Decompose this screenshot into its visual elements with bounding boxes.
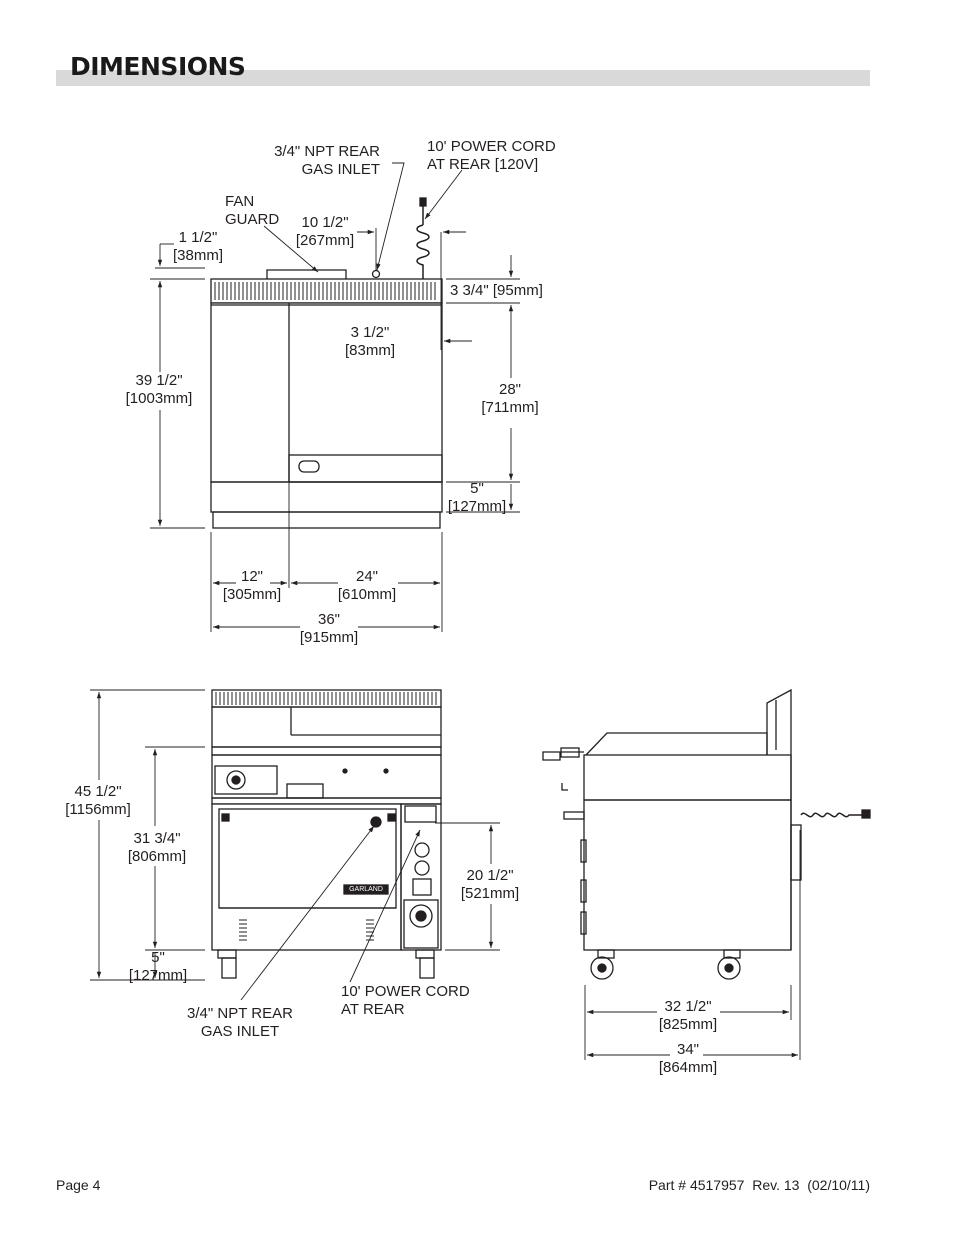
dim-36-label: 36" [915mm] xyxy=(290,611,368,647)
gas-inlet-line-1: 3/4" NPT REAR xyxy=(274,143,380,160)
dim-45-5-label: 45 1/2" [1156mm] xyxy=(54,783,142,819)
dim-24-label: 24" [610mm] xyxy=(328,568,406,604)
power-cord-front-line-2: AT REAR xyxy=(341,1001,405,1018)
dim-1-5-label: 1 1/2" [38mm] xyxy=(163,229,233,265)
dim-39-5-label: 39 1/2" [1003mm] xyxy=(116,372,202,408)
footer-part-number: Part # 4517957 Rev. 13 (02/10/11) xyxy=(648,1177,870,1193)
top-view-dimensions xyxy=(150,162,520,632)
dim-10-5-metric: [267mm] xyxy=(295,232,355,249)
dim-34-metric: [864mm] xyxy=(658,1059,718,1076)
dim-3-5-imperial: 3 1/2" xyxy=(350,324,390,341)
dim-12-imperial: 12" xyxy=(240,568,263,585)
dim-36-imperial: 36" xyxy=(317,611,340,628)
dim-31-75-imperial: 31 3/4" xyxy=(133,830,181,847)
power-cord-label-front: 10' POWER CORD AT REAR xyxy=(341,983,470,1019)
dim-24-metric: [610mm] xyxy=(337,586,397,603)
dim-31-75-metric: [806mm] xyxy=(127,848,187,865)
dim-28-imperial: 28" xyxy=(498,381,521,398)
dim-20-5-metric: [521mm] xyxy=(460,885,520,902)
dim-39-5-metric: [1003mm] xyxy=(125,390,193,407)
fan-guard-line-2: GUARD xyxy=(225,211,280,228)
dim-34-label: 34" [864mm] xyxy=(648,1041,728,1077)
dim-5-metric: [127mm] xyxy=(447,498,507,515)
power-cord-line-1: 10' POWER CORD xyxy=(427,138,556,155)
dim-20-5-label: 20 1/2" [521mm] xyxy=(452,867,528,903)
power-cord-line-2: AT REAR [120V] xyxy=(427,156,539,173)
fan-guard-line-1: FAN xyxy=(225,193,255,210)
dim-31-75-label: 31 3/4" [806mm] xyxy=(117,830,197,866)
dim-32-5-imperial: 32 1/2" xyxy=(664,998,712,1015)
power-cord-front-line-1: 10' POWER CORD xyxy=(341,983,470,1000)
dim-20-5-imperial: 20 1/2" xyxy=(466,867,514,884)
dim-5-label-front: 5" [127mm] xyxy=(120,949,196,985)
flue-grill xyxy=(214,282,436,300)
top-view-drawing xyxy=(210,197,443,529)
dim-10-5-imperial: 10 1/2" xyxy=(301,214,349,231)
gas-inlet-line-2: GAS INLET xyxy=(301,161,380,178)
dim-28-label: 28" [711mm] xyxy=(470,381,550,417)
fan-guard-label: FAN GUARD xyxy=(225,193,279,229)
dim-39-5-imperial: 39 1/2" xyxy=(135,372,183,389)
dim-45-5-imperial: 45 1/2" xyxy=(74,783,122,800)
dim-34-imperial: 34" xyxy=(676,1041,699,1058)
dim-1-5-metric: [38mm] xyxy=(172,247,223,264)
dim-1-5-imperial: 1 1/2" xyxy=(178,229,218,246)
page-title: DIMENSIONS xyxy=(70,52,246,81)
gas-inlet-label-top: 3/4" NPT REAR GAS INLET xyxy=(262,143,380,179)
dim-3-5-metric: [83mm] xyxy=(344,342,395,359)
dim-5-label-top: 5" [127mm] xyxy=(440,480,514,516)
power-cord-label-top: 10' POWER CORD AT REAR [120V] xyxy=(427,138,556,174)
gas-inlet-label-front: 3/4" NPT REAR GAS INLET xyxy=(180,1005,300,1041)
dim-10-5-label: 10 1/2" [267mm] xyxy=(286,214,364,250)
dim-12-label: 12" [305mm] xyxy=(214,568,290,604)
dim-5-imperial: 5" xyxy=(470,480,484,497)
dim-3-75-label: 3 3/4" [95mm] xyxy=(450,282,543,299)
nameplate: GARLAND xyxy=(349,886,383,893)
dim-32-5-label: 32 1/2" [825mm] xyxy=(648,998,728,1034)
side-view-dimensions xyxy=(584,830,801,1060)
dim-5-front-metric: [127mm] xyxy=(128,967,188,984)
dim-28-metric: [711mm] xyxy=(481,399,539,416)
dim-32-5-metric: [825mm] xyxy=(658,1016,718,1033)
dim-3-5-label: 3 1/2" [83mm] xyxy=(335,324,405,360)
title-bar xyxy=(56,70,870,86)
side-view-drawing xyxy=(542,688,871,980)
front-view-dimensions xyxy=(90,689,500,1001)
front-view-drawing xyxy=(211,689,442,979)
gas-inlet-front-line-1: 3/4" NPT REAR xyxy=(187,1005,293,1022)
dim-5-front-imperial: 5" xyxy=(151,949,165,966)
gas-inlet-front-line-2: GAS INLET xyxy=(200,1023,280,1040)
dim-24-imperial: 24" xyxy=(355,568,378,585)
dim-45-5-metric: [1156mm] xyxy=(65,801,131,818)
dim-36-metric: [915mm] xyxy=(299,629,359,646)
footer-page-number: Page 4 xyxy=(56,1177,101,1193)
dim-12-metric: [305mm] xyxy=(222,586,282,603)
